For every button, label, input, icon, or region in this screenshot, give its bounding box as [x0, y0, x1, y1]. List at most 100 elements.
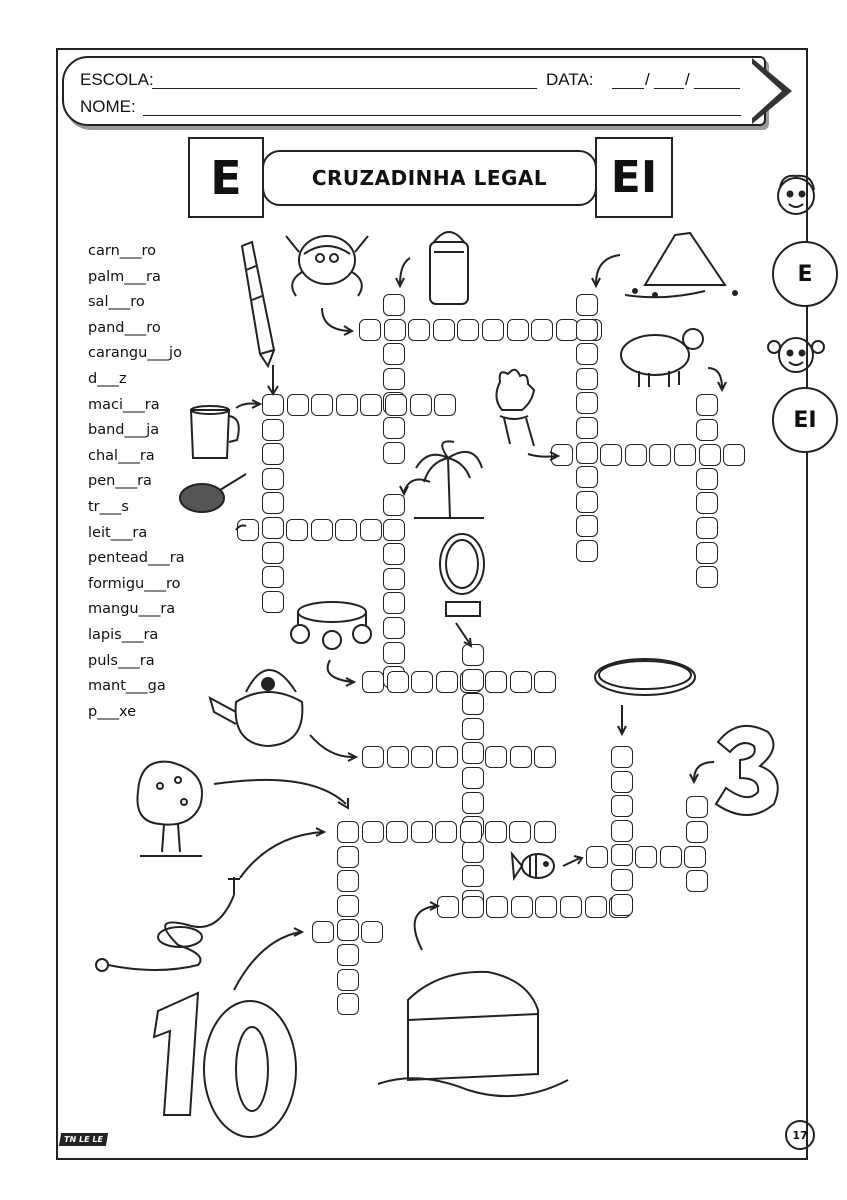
crossword-cell[interactable]	[337, 993, 359, 1015]
date-year-input[interactable]	[694, 88, 740, 89]
crossword-cell[interactable]	[486, 896, 508, 918]
crossword-cell[interactable]	[462, 742, 484, 764]
date-month-input[interactable]	[654, 88, 684, 89]
crossword-cell[interactable]	[262, 443, 284, 465]
crossword-cell[interactable]	[434, 394, 456, 416]
crossword-cell[interactable]	[383, 568, 405, 590]
crossword-cell[interactable]	[387, 671, 409, 693]
crossword-cell[interactable]	[383, 294, 405, 316]
crossword-cell[interactable]	[696, 492, 718, 514]
crossword-cell[interactable]	[534, 671, 556, 693]
crossword-cell[interactable]	[262, 468, 284, 490]
crossword-cell[interactable]	[509, 821, 531, 843]
crossword-cell[interactable]	[311, 519, 333, 541]
crossword-cell[interactable]	[436, 671, 458, 693]
crossword-cell[interactable]	[359, 319, 381, 341]
crossword-cell[interactable]	[576, 343, 598, 365]
crossword-cell[interactable]	[625, 444, 647, 466]
crossword-cell[interactable]	[576, 417, 598, 439]
crossword-cell[interactable]	[262, 542, 284, 564]
crossword-cell[interactable]	[361, 921, 383, 943]
crossword-cell[interactable]	[462, 792, 484, 814]
crossword-cell[interactable]	[462, 718, 484, 740]
crossword-cell[interactable]	[611, 869, 633, 891]
crossword-cell[interactable]	[611, 820, 633, 842]
crossword-cell[interactable]	[462, 767, 484, 789]
crossword-cell[interactable]	[611, 771, 633, 793]
crossword-cell[interactable]	[383, 592, 405, 614]
crossword-cell[interactable]	[611, 844, 633, 866]
crossword-cell[interactable]	[586, 846, 608, 868]
crossword-cell[interactable]	[686, 796, 708, 818]
crossword-cell[interactable]	[337, 846, 359, 868]
crossword-cell[interactable]	[337, 969, 359, 991]
crossword-cell[interactable]	[383, 519, 405, 541]
crossword-cell[interactable]	[262, 492, 284, 514]
crossword-cell[interactable]	[383, 442, 405, 464]
crossword-cell[interactable]	[696, 517, 718, 539]
crossword-cell[interactable]	[462, 669, 484, 691]
date-day-input[interactable]	[612, 88, 644, 89]
crossword-cell[interactable]	[576, 392, 598, 414]
crossword-cell[interactable]	[534, 746, 556, 768]
crossword-cell[interactable]	[362, 746, 384, 768]
crossword-cell[interactable]	[696, 566, 718, 588]
crossword-cell[interactable]	[360, 519, 382, 541]
crossword-cell[interactable]	[383, 343, 405, 365]
crossword-cell[interactable]	[635, 846, 657, 868]
crossword-cell[interactable]	[649, 444, 671, 466]
crossword-cell[interactable]	[337, 919, 359, 941]
crossword-cell[interactable]	[696, 419, 718, 441]
school-input[interactable]	[152, 88, 537, 89]
crossword-cell[interactable]	[383, 543, 405, 565]
crossword-cell[interactable]	[462, 693, 484, 715]
crossword-cell[interactable]	[485, 746, 507, 768]
crossword-cell[interactable]	[311, 394, 333, 416]
crossword-cell[interactable]	[460, 821, 482, 843]
crossword-cell[interactable]	[674, 444, 696, 466]
crossword-cell[interactable]	[723, 444, 745, 466]
crossword-cell[interactable]	[457, 319, 479, 341]
crossword-cell[interactable]	[576, 466, 598, 488]
crossword-cell[interactable]	[360, 394, 382, 416]
crossword-cell[interactable]	[286, 519, 308, 541]
crossword-cell[interactable]	[551, 444, 573, 466]
crossword-cell[interactable]	[510, 671, 532, 693]
crossword-cell[interactable]	[383, 417, 405, 439]
crossword-cell[interactable]	[576, 540, 598, 562]
crossword-cell[interactable]	[262, 517, 284, 539]
crossword-cell[interactable]	[660, 846, 682, 868]
crossword-cell[interactable]	[576, 442, 598, 464]
crossword-cell[interactable]	[600, 444, 622, 466]
crossword-cell[interactable]	[337, 895, 359, 917]
crossword-cell[interactable]	[611, 795, 633, 817]
crossword-cell[interactable]	[535, 896, 557, 918]
crossword-cell[interactable]	[585, 896, 607, 918]
crossword-cell[interactable]	[410, 394, 432, 416]
crossword-cell[interactable]	[336, 394, 358, 416]
crossword-cell[interactable]	[696, 394, 718, 416]
crossword-cell[interactable]	[362, 821, 384, 843]
crossword-cell[interactable]	[337, 821, 359, 843]
crossword-cell[interactable]	[485, 821, 507, 843]
crossword-cell[interactable]	[482, 319, 504, 341]
crossword-cell[interactable]	[485, 671, 507, 693]
crossword-cell[interactable]	[696, 468, 718, 490]
crossword-cell[interactable]	[507, 319, 529, 341]
crossword-cell[interactable]	[699, 444, 721, 466]
crossword-cell[interactable]	[576, 294, 598, 316]
crossword-cell[interactable]	[337, 870, 359, 892]
crossword-cell[interactable]	[385, 394, 407, 416]
crossword-cell[interactable]	[696, 542, 718, 564]
crossword-cell[interactable]	[383, 494, 405, 516]
name-input[interactable]	[143, 115, 741, 116]
crossword-cell[interactable]	[462, 644, 484, 666]
crossword-cell[interactable]	[462, 865, 484, 887]
crossword-cell[interactable]	[383, 617, 405, 639]
crossword-cell[interactable]	[312, 921, 334, 943]
crossword-cell[interactable]	[287, 394, 309, 416]
crossword-cell[interactable]	[411, 671, 433, 693]
crossword-cell[interactable]	[362, 671, 384, 693]
crossword-cell[interactable]	[531, 319, 553, 341]
crossword-cell[interactable]	[435, 821, 457, 843]
